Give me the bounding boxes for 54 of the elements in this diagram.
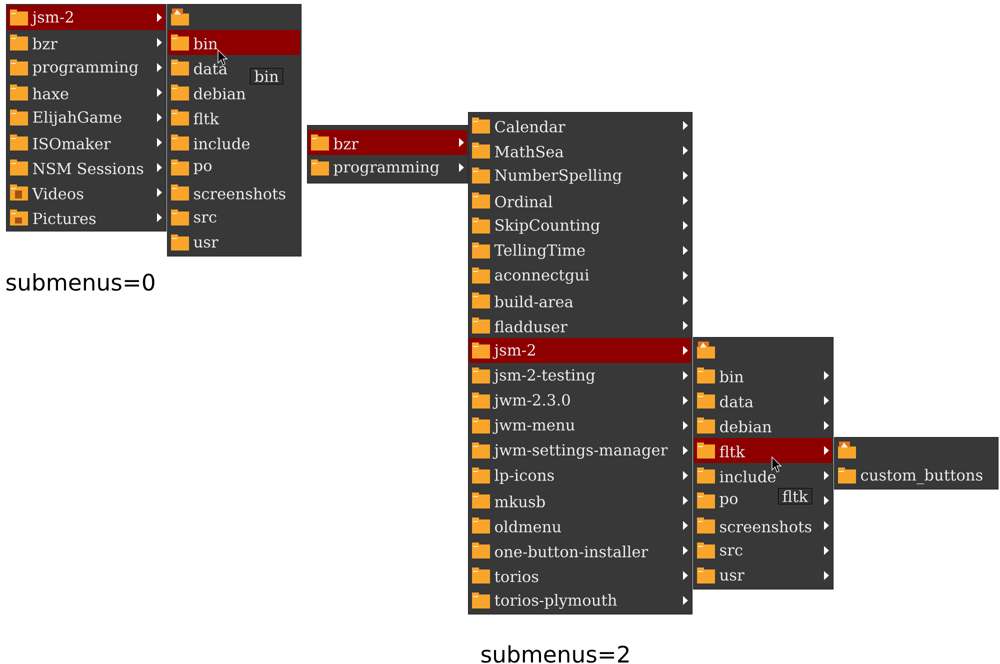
menu-item: NSM Sessions	[33, 162, 144, 174]
menu-item: src	[720, 547, 742, 556]
menu-item: ISOmaker	[33, 138, 111, 150]
menu-item: mkusb	[494, 496, 545, 508]
menu-item: usr	[194, 239, 218, 248]
menu-item: MathSea	[495, 146, 564, 158]
tooltip: fltk	[778, 488, 812, 504]
menu-item: data	[720, 396, 754, 408]
menu-item: oldmenu	[495, 520, 562, 532]
menu-item: debian	[720, 420, 772, 432]
menu-item: aconnectgui	[495, 269, 590, 284]
menu-item: data	[194, 62, 228, 74]
menu-item: fladduser	[494, 320, 568, 332]
menu-item: lp-icons	[494, 469, 554, 484]
menu-item: haxe	[32, 88, 68, 100]
menu-panel	[834, 437, 999, 490]
caption-text: submenus=0	[6, 273, 154, 291]
menu-item: include	[194, 138, 250, 150]
highlighted-menu-item: jsm-2	[7, 5, 165, 30]
menu-item: Calendar	[495, 120, 566, 132]
menu-item: po	[194, 162, 212, 174]
menu-item: bin	[720, 370, 744, 382]
menu-item: programming	[32, 61, 138, 76]
highlighted-menu-item: bzr	[308, 130, 467, 155]
menu-item: build-area	[494, 296, 573, 308]
menu-item: TellingTime	[494, 244, 585, 260]
menu-item: screenshots	[720, 520, 812, 532]
menu-item: include	[720, 470, 776, 482]
menu-item: NumberSpelling	[495, 168, 622, 184]
menu-item: SkipCounting	[496, 218, 600, 234]
menu-item: po	[720, 496, 738, 508]
menu-item: torios-plymouth	[494, 594, 617, 610]
menu-item: debian	[194, 88, 246, 100]
menu-item: torios	[494, 570, 538, 582]
menu-item: Ordinal	[495, 196, 552, 208]
highlighted-menu-item: bin	[168, 30, 300, 55]
menu-item: fltk	[194, 112, 220, 124]
caption-text: submenus=2	[482, 645, 629, 663]
tooltip: bin	[250, 68, 284, 84]
menu-item: programming	[334, 161, 440, 176]
menu-item: screenshots	[194, 188, 286, 200]
menu-item: Videos	[32, 188, 84, 200]
highlighted-menu-item: jsm-2	[469, 338, 691, 363]
menu-item: bzr	[32, 38, 58, 50]
menu-item: one-button-installer	[495, 546, 648, 558]
menu-item: Pictures	[33, 212, 96, 224]
menu-item: usr	[720, 572, 744, 581]
menu-item: jwm-menu	[492, 419, 575, 434]
menu-item: custom_buttons	[861, 468, 982, 484]
menu-item: ElijahGame	[33, 110, 122, 126]
menu-item: jwm-2.3.0	[492, 394, 570, 409]
menu-item: jwm-settings-manager	[492, 444, 668, 459]
menu-item: src	[194, 214, 216, 223]
menu-item: jsm-2-testing	[492, 369, 595, 384]
